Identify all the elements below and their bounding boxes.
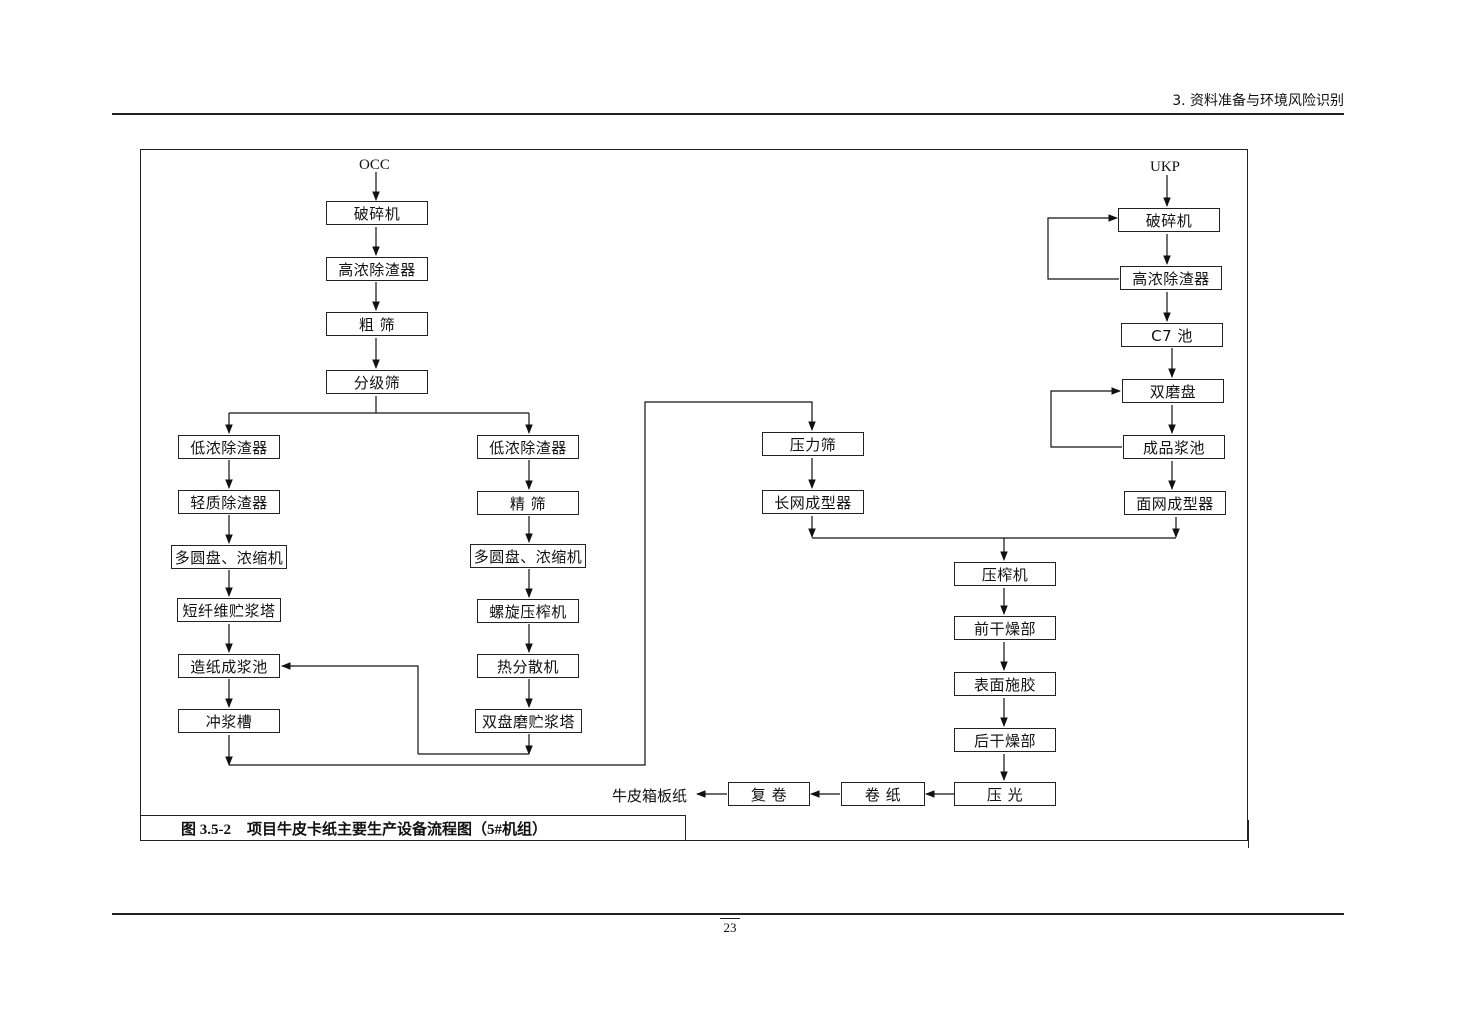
figure-caption-text: 项目牛皮卡纸主要生产设备流程图（5#机组） [247, 822, 548, 838]
process-box-b-disperser: 热分散机 [477, 654, 579, 678]
process-box-a-machine-chest: 造纸成浆池 [178, 654, 280, 678]
process-box-after-dryer: 后干燥部 [954, 728, 1056, 752]
process-box-stock-chest: 成品浆池 [1123, 435, 1225, 459]
process-box-a-sf-tower: 短纤维贮浆塔 [177, 598, 281, 622]
process-box-b-fine-screen: 精 筛 [477, 491, 579, 515]
process-box-reel: 卷 纸 [841, 782, 925, 806]
process-box-hd-cleaner: 高浓除渣器 [326, 257, 428, 281]
frame-tick [1248, 820, 1249, 848]
footer-rule [112, 913, 1344, 915]
process-box-a-thickener: 多圆盘、浓缩机 [171, 545, 287, 569]
process-box-a-ld-cleaner: 低浓除渣器 [178, 435, 280, 459]
figure-caption-number: 图 3.5-2 [181, 822, 231, 838]
process-box-calender: 压 光 [954, 782, 1056, 806]
process-box-press: 压榨机 [954, 562, 1056, 586]
process-box-coarse-screen: 粗 筛 [326, 312, 428, 336]
process-box-a-fan-pump-tank: 冲浆槽 [178, 709, 280, 733]
process-box-size-press: 表面施胶 [954, 672, 1056, 696]
page-number: 23 [720, 918, 740, 936]
figure-frame [140, 149, 1248, 841]
process-box-b-screw-press: 螺旋压榨机 [477, 599, 579, 623]
source-ukp: UKP [1150, 159, 1181, 175]
section-header: 3. 资料准备与环境风险识别 [1172, 93, 1344, 109]
process-box-fourdrinier: 长网成型器 [762, 490, 864, 514]
source-occ: OCC [359, 157, 390, 173]
process-box-pressure-screen: 压力筛 [762, 432, 864, 456]
process-box-c7-chest: C7 池 [1121, 323, 1223, 347]
process-box-fractionator: 分级筛 [326, 370, 428, 394]
process-box-b-refiner-tower: 双盘磨贮浆塔 [475, 709, 582, 733]
process-box-a-lw-cleaner: 轻质除渣器 [178, 490, 280, 514]
process-box-rewinder: 复 卷 [728, 782, 810, 806]
header-rule [112, 113, 1344, 115]
process-box-b-thickener: 多圆盘、浓缩机 [470, 544, 586, 568]
figure-caption: 图 3.5-2 项目牛皮卡纸主要生产设备流程图（5#机组） [141, 815, 686, 841]
process-box-ukp-hd-cleaner: 高浓除渣器 [1120, 266, 1222, 290]
process-box-pre-dryer: 前干燥部 [954, 616, 1056, 640]
process-box-top-former: 面网成型器 [1124, 491, 1226, 515]
final-product-label: 牛皮箱板纸 [612, 787, 688, 805]
process-box-ukp-crusher: 破碎机 [1118, 208, 1220, 232]
process-box-crusher: 破碎机 [326, 201, 428, 225]
process-box-double-disc: 双磨盘 [1122, 379, 1224, 403]
process-box-b-ld-cleaner: 低浓除渣器 [477, 435, 579, 459]
